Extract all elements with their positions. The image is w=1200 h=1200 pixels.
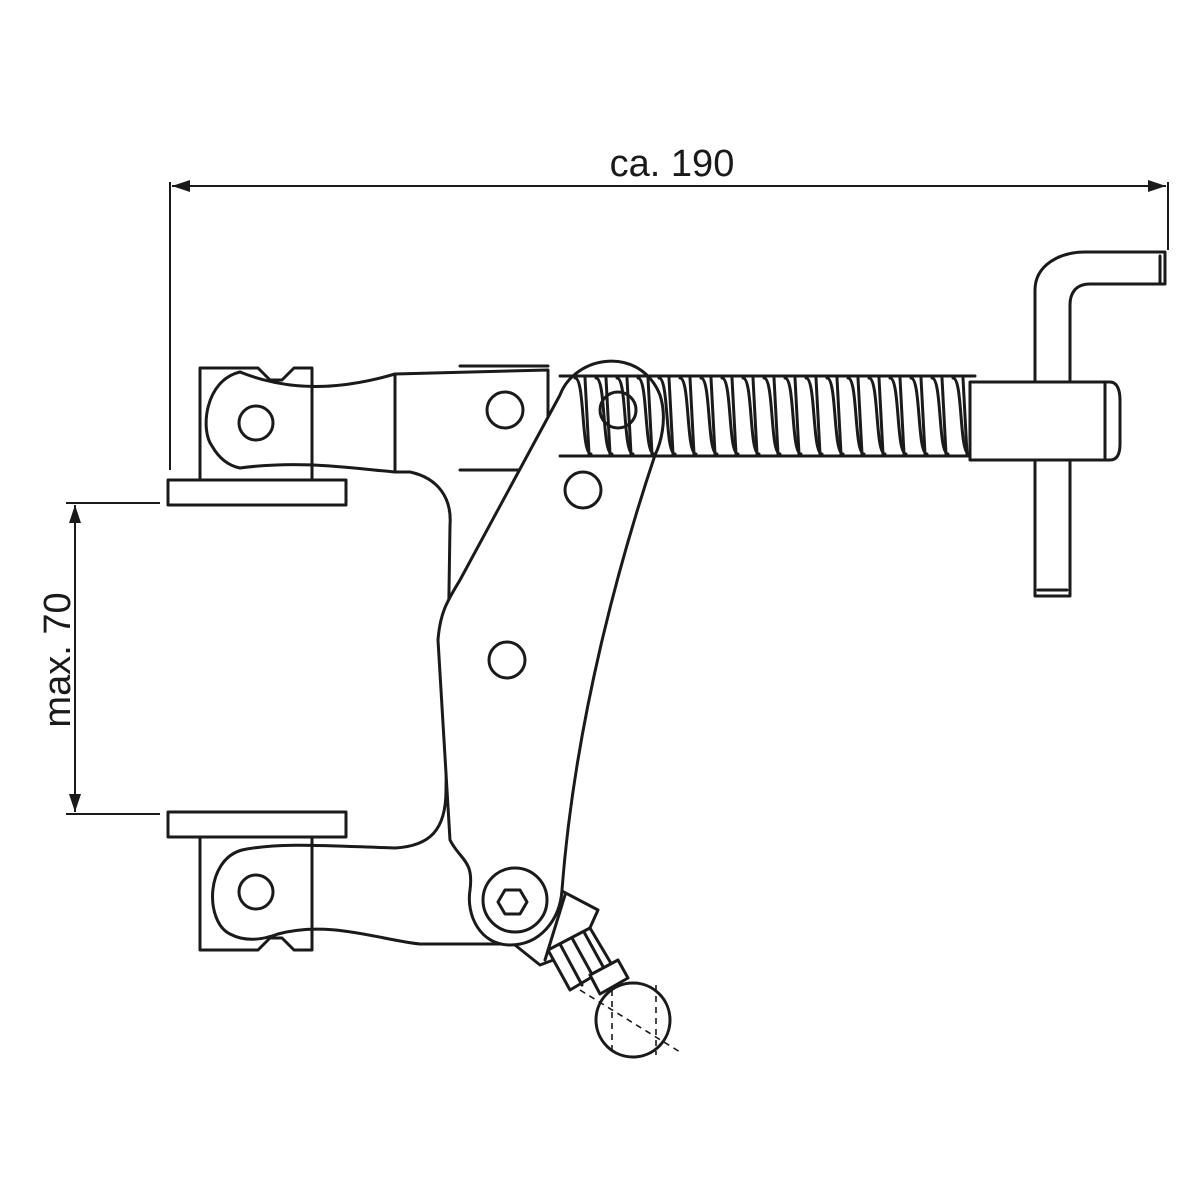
frame-pivot-hole	[485, 390, 525, 430]
upper-jaw-pivot-hole	[237, 404, 275, 442]
thread-ridge-edge	[751, 376, 759, 456]
thread-ridge-edge	[646, 376, 654, 456]
thread-ridge-edge	[688, 376, 696, 456]
lower-jaw-pivot-hole	[237, 873, 275, 911]
thread-ridge-edge	[709, 376, 717, 456]
thread-ridge-edge	[877, 376, 885, 456]
thread-ridge-edge	[667, 376, 675, 456]
thread-ridge-edge	[793, 376, 801, 456]
thread-ridge-edge	[835, 376, 843, 456]
lower-jaw-pad	[166, 810, 348, 839]
opening-arrow-bottom	[69, 794, 81, 812]
thread-ridge-edge	[898, 376, 906, 456]
lever-arm	[436, 359, 665, 947]
thread-ridge-edge	[625, 376, 633, 456]
opening-dimension: max. 70	[37, 502, 160, 815]
length-dimension: ca. 190	[169, 143, 1169, 470]
thread-ridge-edge	[961, 376, 969, 456]
lever-top-pivot-hole	[598, 390, 638, 430]
spindle-sleeve	[968, 380, 1122, 462]
thread-ridge-edge	[583, 376, 591, 456]
thread-ridge-edge	[772, 376, 780, 456]
thread-ridge-edge	[730, 376, 738, 456]
opening-dimension-label: max. 70	[37, 592, 79, 727]
c-frame	[204, 364, 550, 946]
length-arrow-left	[172, 180, 190, 192]
length-dimension-label: ca. 190	[610, 143, 735, 185]
lever-middle-hole	[487, 640, 527, 680]
thread-ridge-edge	[940, 376, 948, 456]
thread-ridge-edge	[814, 376, 822, 456]
hex-key-handle	[1033, 250, 1167, 598]
thread-ridge-edge	[604, 376, 612, 456]
upper-jaw-pad	[166, 478, 348, 507]
length-arrow-right	[1148, 180, 1166, 192]
ball-joint-contact	[546, 926, 681, 1059]
lower-jaw-block	[198, 834, 314, 952]
opening-arrow-top	[69, 505, 81, 523]
hex-socket-icon	[496, 888, 529, 916]
thread-ridge-edge	[856, 376, 864, 456]
thread-ridge-edge	[919, 376, 927, 456]
lever-bottom-pivot	[481, 866, 549, 934]
lever-upper-hole	[563, 470, 603, 510]
threaded-spindle	[558, 374, 977, 458]
